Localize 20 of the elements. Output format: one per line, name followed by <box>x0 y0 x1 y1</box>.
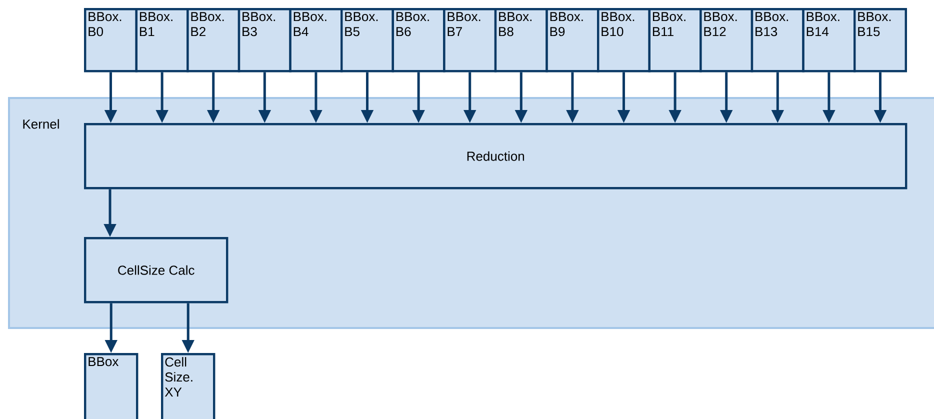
data-box: Cell Size. XY <box>161 352 216 419</box>
data-box: BBox. B3 <box>238 8 292 72</box>
data-box: BBox. B1 <box>135 8 189 72</box>
data-box: BBox. B7 <box>443 8 497 72</box>
data-box: BBox. B4 <box>289 8 343 72</box>
data-box: BBox. B14 <box>802 8 856 72</box>
process-box: Reduction <box>84 123 908 190</box>
data-box: BBox. B6 <box>392 8 446 72</box>
data-box: BBox. B8 <box>494 8 548 72</box>
data-box: BBox. B0 <box>84 8 138 72</box>
data-box: BBox. B12 <box>700 8 754 72</box>
data-box: BBox. B11 <box>648 8 702 72</box>
data-box: BBox. B9 <box>546 8 600 72</box>
data-box: BBox. B2 <box>186 8 240 72</box>
data-box: BBox. B15 <box>854 8 907 72</box>
data-box: BBox. B13 <box>750 8 804 72</box>
data-box: BBox. B10 <box>597 8 650 72</box>
process-box: CellSize Calc <box>84 237 228 304</box>
data-box: BBox. B5 <box>340 8 394 72</box>
data-box: BBox <box>84 352 138 419</box>
